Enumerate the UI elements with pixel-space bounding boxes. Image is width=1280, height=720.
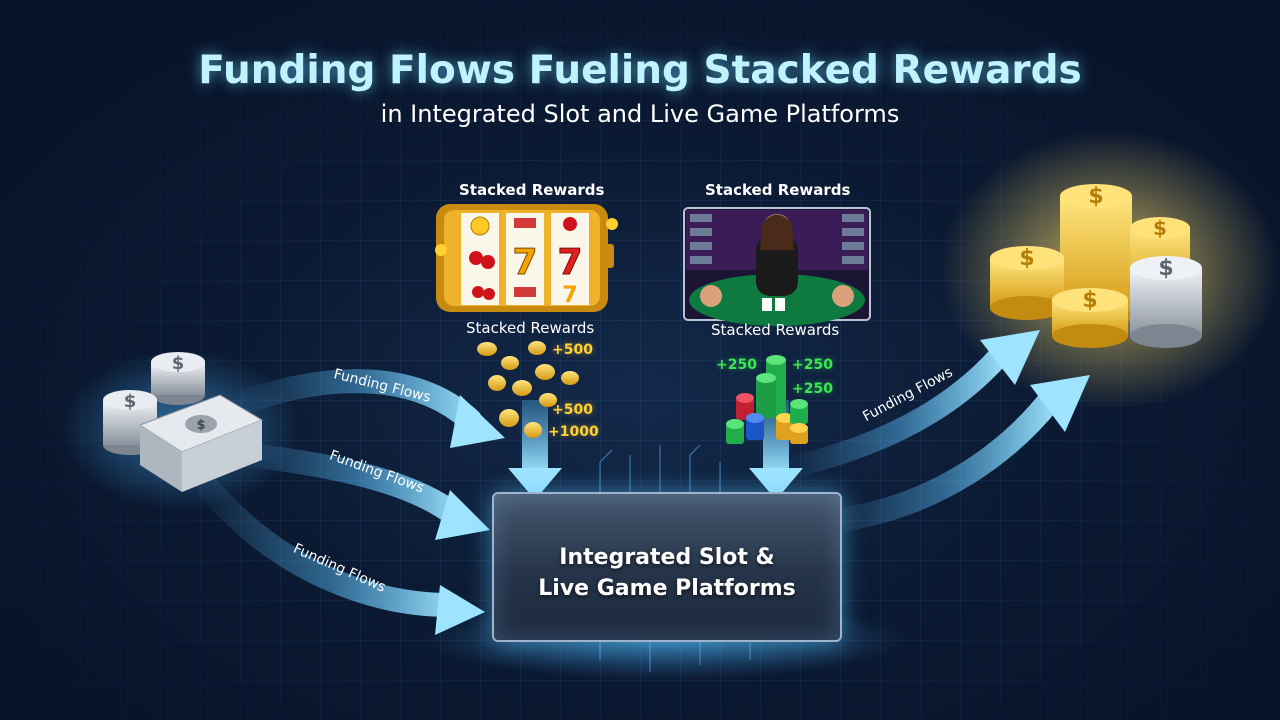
slot-rewards-label-top: Stacked Rewards [459, 181, 605, 199]
slot-machine-icon: 7 7 7 [435, 204, 618, 312]
live-rewards-label-top: Stacked Rewards [705, 181, 851, 199]
silver-coin-stack-right-icon: $ [1130, 256, 1202, 348]
svg-text:$: $ [1019, 246, 1034, 271]
svg-text:$: $ [124, 391, 137, 412]
platform-title: Integrated Slot & Live Game Platforms [494, 542, 840, 604]
slot-bonus-3: +1000 [548, 424, 599, 440]
live-bonus-1: +250 [716, 357, 757, 373]
slot-bonus-1: +500 [552, 342, 593, 358]
live-bonus-2: +250 [792, 357, 833, 373]
svg-text:$: $ [1088, 184, 1103, 209]
platform-title-line1: Integrated Slot & [559, 545, 775, 570]
output-arrow-lower [828, 375, 1090, 532]
live-dealer-screen-icon [683, 207, 871, 326]
funding-arrow-3 [198, 478, 485, 635]
svg-text:$: $ [172, 353, 185, 374]
funding-arrow-1 [238, 369, 505, 448]
cash-stack-icon: $ $ $ [103, 352, 264, 492]
output-arrow-upper [789, 330, 1040, 476]
svg-text:7: 7 [562, 283, 577, 308]
page-title: Funding Flows Fueling Stacked Rewards [198, 48, 1082, 93]
svg-text:$: $ [1158, 256, 1173, 281]
page-subtitle: in Integrated Slot and Live Game Platfor… [380, 100, 900, 128]
svg-text:7: 7 [512, 242, 537, 283]
svg-text:$: $ [1082, 288, 1097, 313]
svg-text:$: $ [196, 418, 205, 433]
funding-arrow-2 [238, 443, 490, 540]
gold-coins-falling-icon [477, 341, 579, 438]
circuit-traces [599, 444, 751, 672]
live-bonus-3: +250 [792, 381, 833, 397]
slot-bonus-2: +500 [552, 402, 593, 418]
platform-title-line2: Live Game Platforms [538, 576, 796, 601]
svg-text:$: $ [1153, 216, 1167, 240]
casino-chips-icon [726, 355, 808, 444]
integrated-platform-box: Integrated Slot & Live Game Platforms [492, 492, 842, 642]
slot-rewards-label-bottom: Stacked Rewards [466, 319, 595, 337]
banknote-stack-icon: $ [138, 394, 264, 492]
live-rewards-label-bottom: Stacked Rewards [711, 321, 840, 339]
svg-text:7: 7 [557, 242, 582, 283]
